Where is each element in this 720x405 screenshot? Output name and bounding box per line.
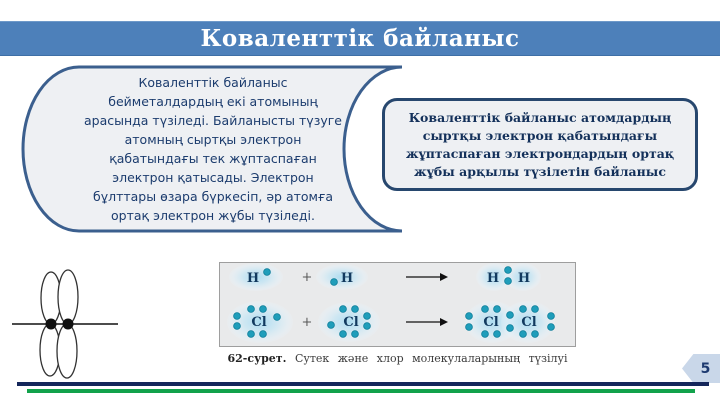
footer-line-navy	[17, 382, 709, 386]
h-atom-cloud	[316, 264, 368, 290]
h-atom-label: H	[518, 271, 530, 286]
electron-dot	[259, 330, 267, 338]
h-atom-label: H	[247, 271, 259, 286]
cl-atom-label: Cl	[251, 315, 266, 330]
electron-dot	[465, 323, 473, 331]
electron-dot	[531, 305, 539, 313]
electron-dot	[493, 305, 501, 313]
p-orbital-lobe	[56, 323, 78, 379]
shared-electron-dot	[506, 324, 514, 332]
bubble-text: Коваленттік байланыс бейметалдардың екі …	[83, 75, 342, 223]
nucleus-dot	[62, 318, 74, 330]
page-title: Коваленттік байланыс	[200, 25, 520, 52]
h-atom-label: H	[487, 271, 499, 286]
electron-dot	[547, 323, 555, 331]
electron-dot	[493, 330, 501, 338]
shared-electron-dot	[504, 277, 512, 285]
reaction-arrow-head	[440, 318, 448, 326]
electron-dot	[547, 312, 555, 320]
cl-atom-label: Cl	[483, 315, 498, 330]
electron-dot	[363, 322, 371, 330]
figure-62: H + H H H Cl +	[219, 262, 576, 347]
electron-dot	[330, 278, 338, 286]
plus-sign: +	[302, 270, 313, 285]
figure-caption-text: Сутек және хлор молекулаларының түзілуі	[294, 352, 568, 365]
electron-dot	[519, 330, 527, 338]
electron-dot	[481, 330, 489, 338]
electron-dot	[351, 330, 359, 338]
electron-dot	[233, 322, 241, 330]
electron-dot	[247, 330, 255, 338]
cl-atom-cloud	[227, 301, 293, 343]
electron-dot	[247, 305, 255, 313]
cl-atom-cloud	[318, 302, 380, 342]
h2-molecule-cloud	[476, 263, 512, 291]
plus-sign: +	[302, 315, 313, 330]
electron-dot	[351, 305, 359, 313]
figure-caption: 62-сурет. Сутек және хлор молекулаларыны…	[209, 352, 586, 365]
cl-atom-label: Cl	[343, 315, 358, 330]
electron-dot	[233, 312, 241, 320]
stored-data-shape-outline	[21, 65, 403, 233]
p-orbital-lobe	[57, 269, 79, 325]
electron-dot	[259, 305, 267, 313]
page-number: 5	[700, 360, 711, 377]
electron-dot	[263, 268, 271, 276]
electron-dot	[327, 321, 335, 329]
electron-dot	[465, 312, 473, 320]
page-number-badge: 5	[682, 354, 720, 383]
electron-dot	[481, 305, 489, 313]
footer-line-green	[27, 389, 695, 393]
shared-electron-dot	[506, 311, 514, 319]
slide-title-bar: Коваленттік байланыс	[0, 21, 720, 56]
reaction-arrow-head	[440, 273, 448, 281]
bubble-shape	[21, 65, 403, 233]
h-atom-label: H	[341, 271, 353, 286]
h2-molecule-cloud	[505, 263, 541, 291]
definition-text: Коваленттік байланыс атомдардың сыртқы э…	[405, 109, 675, 179]
figure-62-drawing: H + H H H Cl +	[227, 263, 555, 343]
orbital-overlap-drawing	[12, 269, 118, 379]
definition-box-right: Коваленттік байланыс атомдардың сыртқы э…	[382, 98, 698, 191]
definition-bubble-left: Коваленттік байланыс бейметалдардың екі …	[20, 64, 406, 234]
electron-dot	[363, 312, 371, 320]
electron-dot	[519, 305, 527, 313]
electron-dot	[339, 330, 347, 338]
electron-dot	[531, 330, 539, 338]
electron-dot	[273, 313, 281, 321]
cl-atom-label: Cl	[521, 315, 536, 330]
cl2-molecule-cloud	[501, 301, 555, 343]
electron-dot	[339, 305, 347, 313]
nucleus-dot	[45, 318, 57, 330]
shared-electron-dot	[504, 266, 512, 274]
figure-caption-number: 62-сурет.	[227, 352, 287, 365]
